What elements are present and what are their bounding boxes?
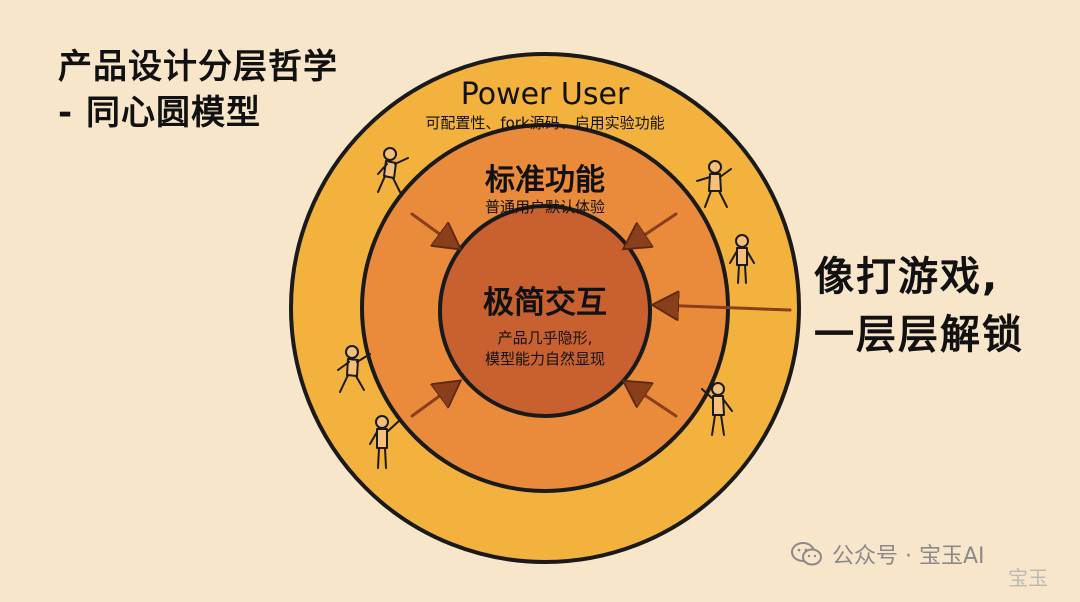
arrow-top-left <box>410 212 456 246</box>
watermark-corner: 宝玉 <box>1008 566 1048 590</box>
inner-core-subtitle-line2: 模型能力自然显现 <box>485 350 605 368</box>
arrows <box>410 212 792 418</box>
person-climbing-left-icon <box>337 345 371 393</box>
person-icon <box>337 147 755 469</box>
page-title-line1: 产品设计分层哲学 <box>58 47 338 87</box>
arrow-bottom-left <box>410 384 456 418</box>
arrow-right <box>658 305 792 310</box>
page-title: 产品设计分层哲学 - 同心圆模型 <box>58 44 338 136</box>
wechat-icon <box>791 542 822 566</box>
middle-ring-title: 标准功能 <box>485 163 605 198</box>
person-climbing-top-right-icon <box>696 160 732 208</box>
outer-ring-subtitle: 可配置性、fork源码、启用实验功能 <box>425 114 664 132</box>
inner-core <box>438 204 652 418</box>
person-climbing-bottom-right-icon <box>701 382 733 436</box>
person-climbing-bottom-left-icon <box>369 415 401 469</box>
arrow-bottom-right <box>628 384 678 418</box>
watermark-text: 公众号 · 宝玉AI <box>832 544 985 569</box>
person-standing-right-icon <box>729 234 755 284</box>
middle-ring-subtitle: 普通用户默认体验 <box>485 198 605 216</box>
inner-core-subtitle-line1: 产品几乎隐形, <box>498 329 593 347</box>
inner-core-title: 极简交互 <box>483 285 607 321</box>
arrow-top-right <box>628 212 678 246</box>
side-note-line2: 一层层解锁 <box>814 312 1024 358</box>
person-climbing-top-left-icon <box>377 147 409 193</box>
side-note-line1: 像打游戏, <box>814 254 1000 300</box>
outer-ring-title: Power User <box>461 77 630 112</box>
page-title-line2: - 同心圆模型 <box>58 93 261 133</box>
side-note: 像打游戏, 一层层解锁 <box>814 248 1024 364</box>
watermark: 公众号 · 宝玉AI <box>790 538 985 570</box>
